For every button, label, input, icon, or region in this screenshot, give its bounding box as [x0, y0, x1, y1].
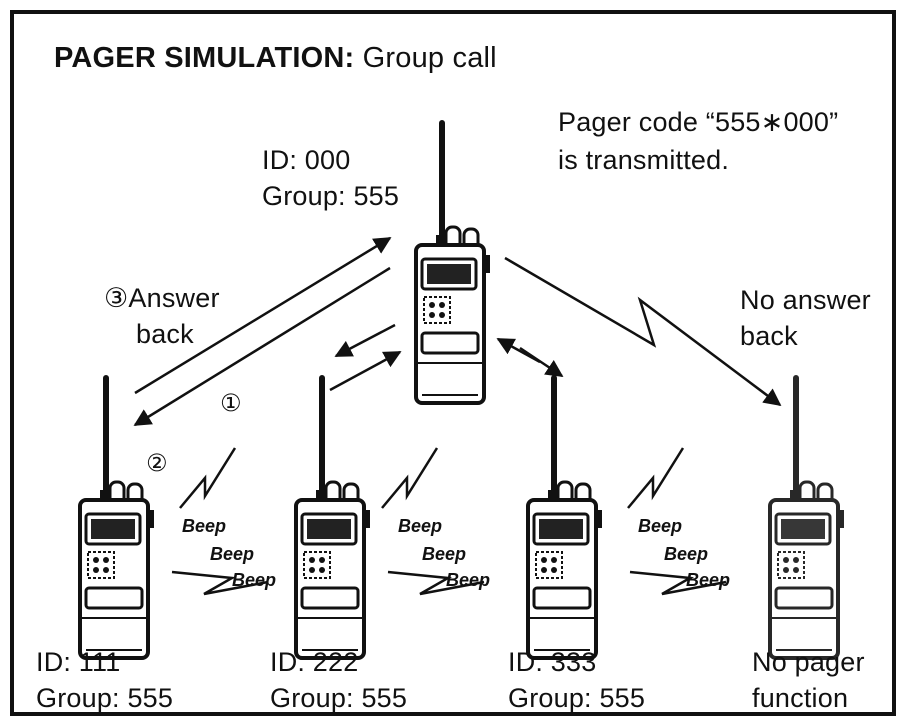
diagram-frame — [10, 10, 896, 716]
radio-111-group: Group: 555 — [36, 683, 174, 713]
beep-label: Beep — [686, 570, 731, 590]
beep-label: Beep — [446, 570, 491, 590]
no-answer-signal-arrow — [504, 256, 782, 407]
beep-label: Beep — [422, 544, 467, 564]
beep-label: Beep — [182, 516, 227, 536]
call-arrow-to-222 — [334, 323, 396, 358]
pager-code-line2: is transmitted. — [558, 145, 730, 175]
title-rest: Group call — [354, 42, 497, 74]
radio-222-icon — [294, 373, 372, 660]
radio-no-pager-line2: function — [752, 683, 849, 713]
radio-111-id: ID: 111 — [36, 647, 121, 677]
call-arrow-to-111 — [133, 266, 391, 427]
radio-no-pager-line1: No pager — [752, 647, 865, 677]
beep-label: Beep — [232, 570, 277, 590]
radio-111-icon — [78, 373, 156, 660]
answer-back-line1: ③Answer — [104, 283, 220, 313]
reply-arrow-from-222 — [329, 350, 402, 392]
center-radio-icon — [414, 118, 492, 405]
step-one-marker: ① — [220, 390, 242, 417]
radio-333-id: ID: 333 — [508, 647, 597, 677]
radio-no-pager-icon — [768, 373, 846, 660]
beep-label: Beep — [638, 516, 683, 536]
title-bold: PAGER SIMULATION: — [54, 42, 355, 74]
center-radio-group: Group: 555 — [262, 181, 400, 211]
beep-signal-icon — [178, 446, 237, 510]
pager-code-line1: Pager code “555∗000” — [558, 107, 839, 137]
beep-label: Beep — [210, 544, 255, 564]
diagram-title: PAGER SIMULATION: Group call — [54, 40, 497, 76]
call-arrow-to-333 — [519, 346, 564, 378]
step-two-marker: ② — [146, 450, 168, 477]
beep-signal-icon — [626, 446, 685, 510]
beep-label: Beep — [398, 516, 443, 536]
radio-222-group: Group: 555 — [270, 683, 408, 713]
answer-back-line2: back — [136, 319, 194, 349]
answer-back-arrow — [134, 236, 392, 395]
radio-222-id: ID: 222 — [270, 647, 359, 677]
no-answer-back-line2: back — [740, 321, 798, 351]
beep-signal-icon — [380, 446, 439, 510]
no-answer-back-line1: No answer — [740, 285, 871, 315]
radio-333-icon — [526, 373, 604, 660]
beep-label: Beep — [664, 544, 709, 564]
center-radio-id: ID: 000 — [262, 145, 351, 175]
radio-333-group: Group: 555 — [508, 683, 646, 713]
